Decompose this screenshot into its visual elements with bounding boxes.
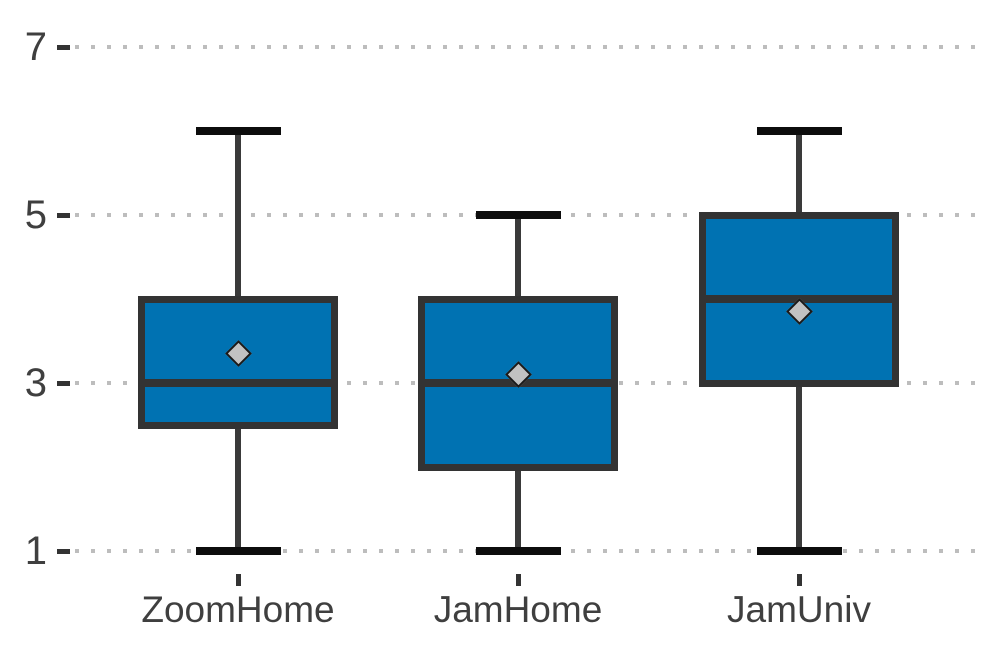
y-axis-tick-5	[57, 212, 70, 218]
upper-whisker-cap-jamhome	[475, 211, 561, 219]
upper-whisker-stem-jamhome	[515, 215, 521, 299]
y-axis-label-5: 5	[24, 193, 47, 237]
x-axis-label-jamhome: JamHome	[433, 589, 603, 630]
y-axis-tick-3	[57, 380, 70, 386]
x-axis-label-jamuniv: JamUniv	[727, 589, 871, 630]
y-axis-label-1: 1	[24, 529, 47, 573]
lower-whisker-stem-jamhome	[515, 467, 521, 551]
upper-whisker-cap-zoomhome	[195, 127, 281, 135]
lower-whisker-stem-zoomhome	[235, 425, 241, 551]
y-axis-label-7: 7	[24, 25, 47, 69]
lower-whisker-cap-zoomhome	[195, 547, 281, 555]
x-axis-tick-jamhome	[515, 574, 521, 586]
upper-whisker-stem-jamuniv	[796, 131, 802, 215]
x-axis-tick-zoomhome	[235, 574, 241, 586]
lower-whisker-cap-jamuniv	[756, 547, 842, 555]
gridline-7	[75, 45, 985, 49]
lower-whisker-stem-jamuniv	[796, 383, 802, 551]
y-axis-label-3: 3	[24, 361, 47, 405]
y-axis-tick-7	[57, 44, 70, 50]
median-line-zoomhome	[145, 379, 331, 387]
y-axis-tick-1	[57, 548, 70, 554]
x-axis-label-zoomhome: ZoomHome	[141, 589, 335, 630]
upper-whisker-stem-zoomhome	[235, 131, 241, 299]
upper-whisker-cap-jamuniv	[756, 127, 842, 135]
lower-whisker-cap-jamhome	[475, 547, 561, 555]
x-axis-tick-jamuniv	[796, 574, 802, 586]
